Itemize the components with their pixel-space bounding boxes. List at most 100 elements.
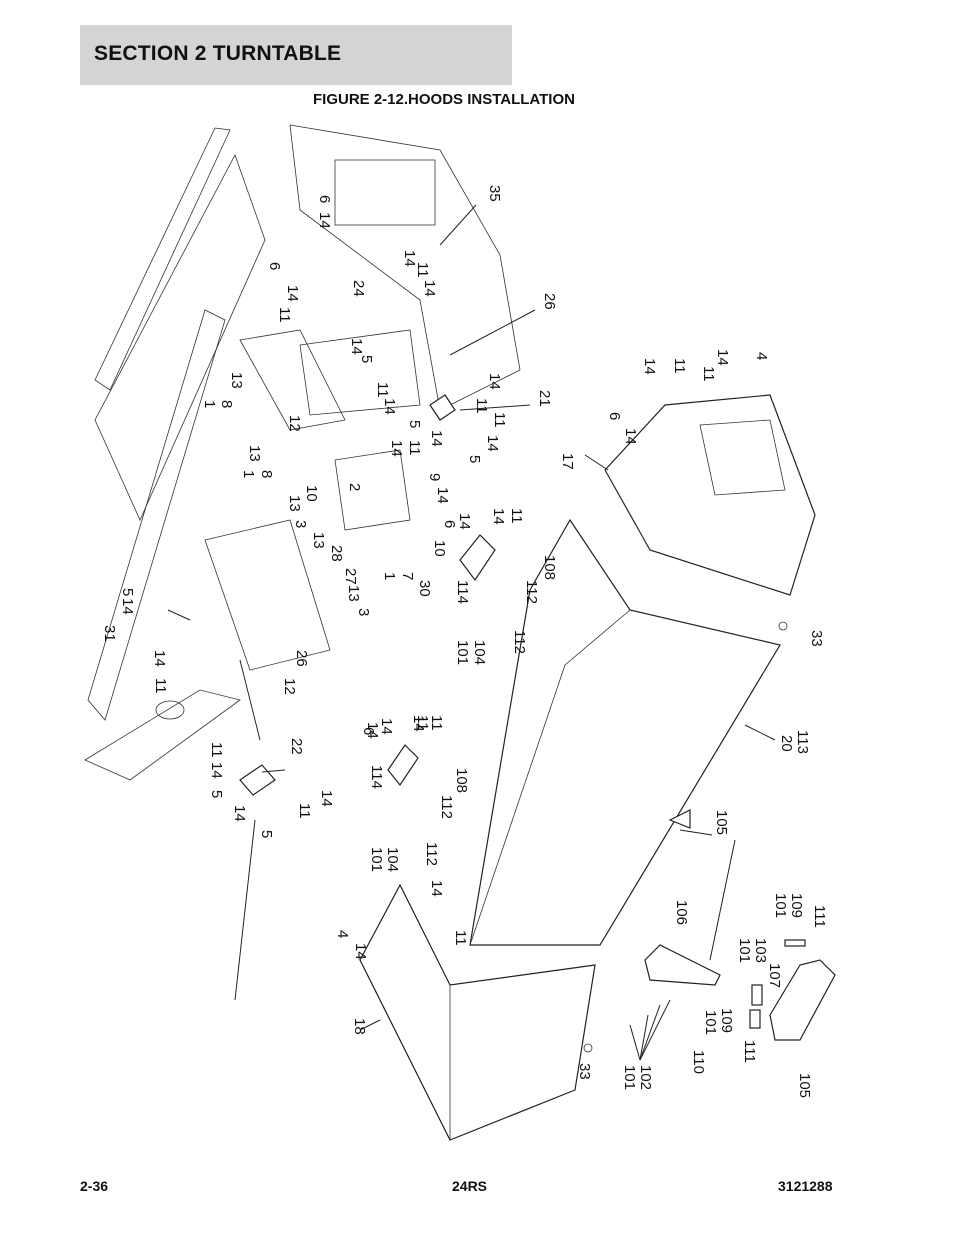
- callout: 2: [346, 483, 363, 491]
- callout: 114: [368, 765, 385, 789]
- callout: 5: [258, 830, 275, 838]
- page-number: 2-36: [80, 1178, 109, 1194]
- callout: 5: [406, 420, 423, 428]
- callout: 11: [296, 803, 313, 819]
- callout: 14: [316, 212, 333, 229]
- callout: 105: [713, 810, 730, 835]
- callout: 111: [811, 905, 828, 928]
- callout: 14: [410, 715, 427, 732]
- callout: 11: [671, 358, 688, 374]
- callout: 112: [523, 580, 540, 604]
- callout: 14: [486, 373, 503, 390]
- callout: 11: [473, 398, 490, 414]
- callout: 6: [441, 520, 458, 528]
- callout: 8: [258, 470, 275, 478]
- callout: 112: [423, 842, 440, 866]
- callout: 111: [741, 1040, 758, 1063]
- callout: 13: [310, 532, 327, 549]
- callout: 101: [736, 938, 753, 963]
- callout: 101: [772, 893, 789, 918]
- callout: 14: [352, 943, 369, 960]
- callout: 21: [536, 390, 553, 407]
- callout: 14: [428, 430, 445, 447]
- callout: 103: [752, 938, 769, 963]
- callout: 3: [292, 520, 309, 528]
- callout: 6: [360, 727, 377, 735]
- callout: 101: [454, 640, 471, 665]
- callout: 14: [208, 762, 225, 779]
- hood-17: [604, 394, 816, 631]
- figure-title: FIGURE 2-12.HOODS INSTALLATION: [313, 91, 575, 108]
- callout: 14: [348, 338, 365, 355]
- callout: 11: [428, 715, 445, 731]
- callout: 5: [119, 588, 136, 596]
- callout: 11: [700, 366, 717, 382]
- callout: 14: [401, 250, 418, 267]
- document-number: 3121288: [778, 1178, 833, 1194]
- callout: 4: [334, 930, 351, 938]
- callout: 11: [508, 508, 525, 524]
- callout: 20: [778, 735, 795, 752]
- callout: 35: [486, 185, 503, 202]
- callout-labels: 35 6 14 6 14 24 11 14 14 11 26 14 14 5 1…: [101, 185, 828, 1098]
- callout: 14: [421, 280, 438, 297]
- hood-18: [359, 883, 596, 1141]
- callout: 6: [606, 412, 623, 420]
- callout: 108: [453, 768, 470, 793]
- callout: 14: [119, 598, 136, 615]
- callout: 8: [218, 400, 235, 408]
- hoods-installation-diagram: 35 6 14 6 14 24 11 14 14 11 26 14 14 5 1…: [84, 124, 836, 1141]
- callout: 6: [266, 262, 283, 270]
- callout: 5: [208, 790, 225, 798]
- callout: 7: [399, 572, 416, 580]
- latch-assembly: [644, 809, 836, 1041]
- callout: 106: [673, 900, 690, 925]
- callout: 26: [541, 293, 558, 310]
- callout: 12: [281, 678, 298, 695]
- section-title: SECTION 2 TURNTABLE: [94, 42, 342, 65]
- callout: 14: [318, 790, 335, 807]
- callout: 107: [766, 963, 783, 988]
- callout: 14: [428, 880, 445, 897]
- callout: 5: [358, 355, 375, 363]
- callout: 13: [286, 495, 303, 512]
- callout: 14: [714, 349, 731, 366]
- section-header: SECTION 2 TURNTABLE: [80, 25, 512, 85]
- callout: 27: [342, 568, 359, 585]
- hinge-upper: [459, 534, 496, 582]
- callout: 18: [351, 1018, 368, 1035]
- callout: 24: [350, 280, 367, 297]
- callout: 14: [484, 435, 501, 452]
- callout: 5: [466, 455, 483, 463]
- callout: 14: [456, 513, 473, 530]
- callout: 14: [378, 718, 395, 735]
- callout: 104: [384, 847, 401, 872]
- callout: 14: [622, 428, 639, 445]
- hood-20: [469, 518, 781, 946]
- callout: 14: [490, 508, 507, 525]
- callout: 4: [753, 352, 770, 360]
- callout: 11: [406, 440, 423, 456]
- model-name: 24RS: [452, 1178, 488, 1194]
- callout: 14: [434, 487, 451, 504]
- callout: 112: [511, 630, 528, 654]
- callout: 6: [316, 195, 333, 203]
- callout: 17: [559, 453, 576, 470]
- callout: 13: [228, 372, 245, 389]
- callout: 109: [718, 1008, 735, 1033]
- callout: 14: [231, 805, 248, 822]
- callout: 101: [368, 847, 385, 872]
- callout: 101: [702, 1010, 719, 1035]
- callout: 26: [293, 650, 310, 667]
- callout: 9: [426, 473, 443, 481]
- callout: 22: [288, 738, 305, 755]
- callout: 110: [690, 1050, 707, 1074]
- bracket-22: [239, 764, 276, 796]
- callout: 104: [471, 640, 488, 665]
- callout: 10: [431, 540, 448, 557]
- callout: 33: [576, 1063, 593, 1080]
- callout: 105: [796, 1073, 813, 1098]
- callout: 102: [637, 1065, 654, 1090]
- turntable-frame: [84, 124, 521, 781]
- callout: 14: [284, 285, 301, 302]
